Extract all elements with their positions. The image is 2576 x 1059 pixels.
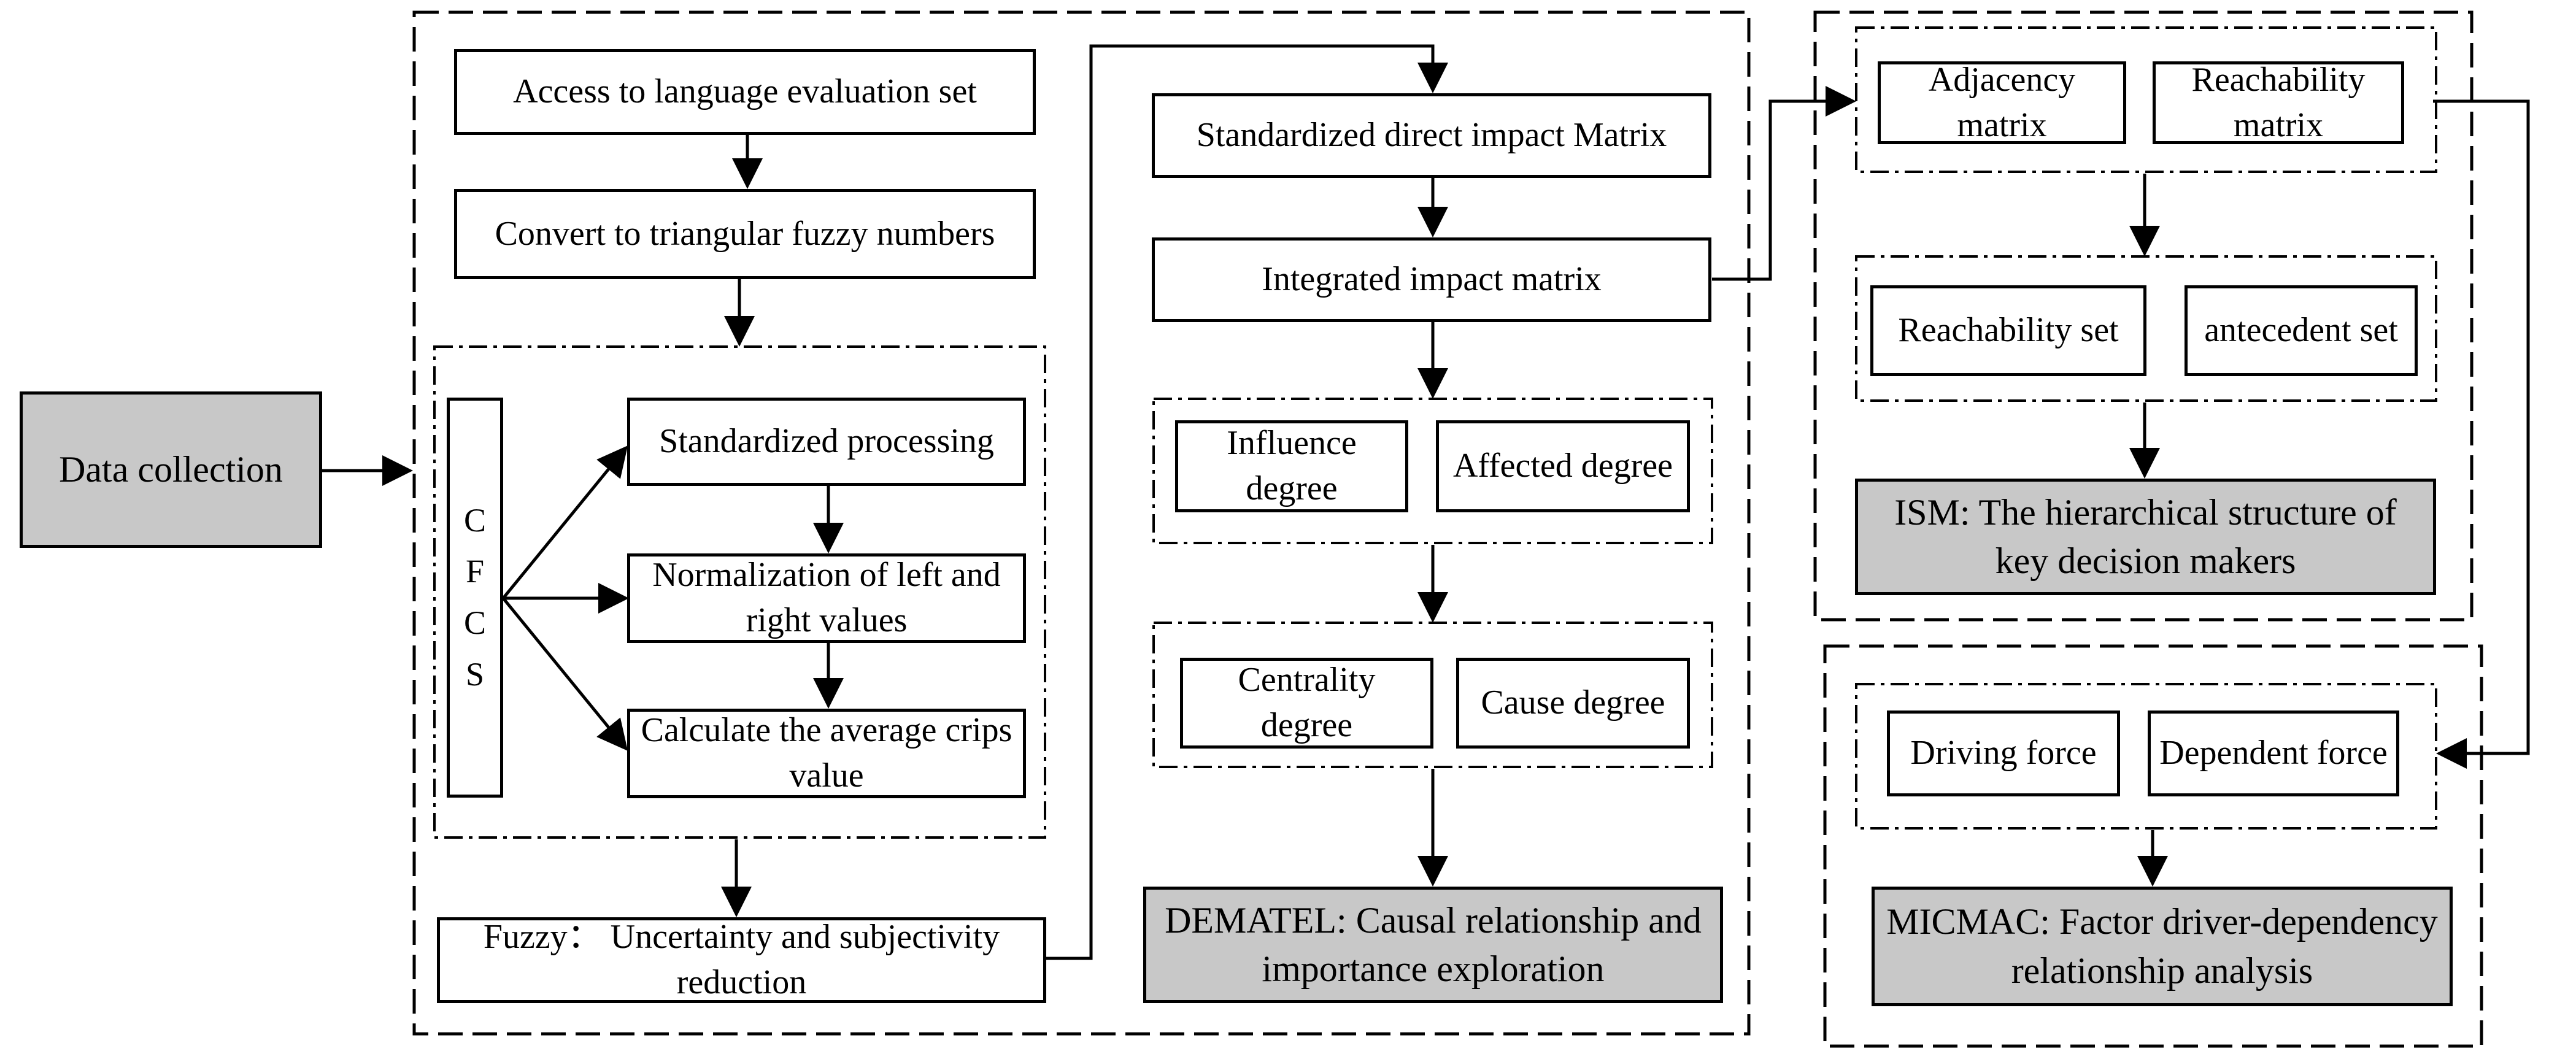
fuzzy-reduction-label: Fuzzy： Uncertainty and subjectivity redu…: [483, 918, 1000, 1001]
standardized-processing-box: Standardized processing: [627, 398, 1026, 486]
micmac-group-frame: [1823, 644, 2483, 1048]
reachability-matrix-label: Reachability matrix: [2191, 60, 2366, 144]
dematel-box: DEMATEL: Causal relationship and importa…: [1143, 887, 1723, 1003]
degree-subgroup-frame: [1152, 398, 1713, 544]
ism-label: ISM: The hierarchical structure of key d…: [1894, 491, 2397, 581]
arrow-cfcs-to-standardized: [502, 445, 628, 599]
reachability-set-box: Reachability set: [1870, 285, 2146, 376]
data-collection-box: Data collection: [20, 391, 322, 548]
antecedent-set-box: antecedent set: [2185, 285, 2418, 376]
standardized-processing-label: Standardized processing: [659, 422, 994, 461]
data-collection-label: Data collection: [59, 449, 283, 490]
normalization-box: Normalization of left and right values: [627, 553, 1026, 643]
cause-degree-label: Cause degree: [1481, 684, 1665, 722]
driving-force-box: Driving force: [1887, 710, 2120, 796]
cause-degree-box: Cause degree: [1456, 658, 1690, 749]
std-direct-matrix-box: Standardized direct impact Matrix: [1152, 93, 1711, 178]
influence-degree-box: Influence degree: [1175, 420, 1408, 512]
dependent-force-box: Dependent force: [2148, 710, 2399, 796]
arrow-integrated-to-ism: [1712, 86, 1856, 281]
ism-box: ISM: The hierarchical structure of key d…: [1855, 479, 2436, 595]
dependent-force-label: Dependent force: [2159, 734, 2388, 772]
affected-degree-label: Affected degree: [1452, 447, 1673, 485]
centrality-degree-label: Centrality degree: [1238, 661, 1376, 744]
adjacency-matrix-box: Adjacency matrix: [1878, 61, 2126, 144]
driving-force-label: Driving force: [1910, 734, 2097, 772]
reachability-matrix-box: Reachability matrix: [2153, 61, 2404, 144]
influence-degree-label: Influence degree: [1227, 424, 1357, 507]
cfcs-label: C F C S: [463, 501, 487, 693]
convert-tfn-label: Convert to triangular fuzzy numbers: [495, 214, 995, 253]
integrated-matrix-box: Integrated impact matrix: [1152, 237, 1711, 322]
fuzzy-dematel-group-frame: [412, 10, 1751, 1036]
arrow-fuzzy-to-std-matrix: [1046, 44, 1448, 960]
arrow-cfcs-to-average: [502, 597, 628, 751]
ism-group-frame: [1813, 10, 2474, 622]
reachability-set-label: Reachability set: [1898, 311, 2119, 350]
micmac-box: MICMAC: Factor driver-dependency relatio…: [1872, 887, 2453, 1006]
access-language-label: Access to language evaluation set: [513, 72, 977, 111]
integrated-matrix-label: Integrated impact matrix: [1262, 260, 1602, 299]
std-direct-matrix-label: Standardized direct impact Matrix: [1196, 116, 1667, 155]
micmac-label: MICMAC: Factor driver-dependency relatio…: [1886, 901, 2438, 991]
centrality-degree-box: Centrality degree: [1180, 658, 1433, 749]
access-language-box: Access to language evaluation set: [454, 49, 1036, 135]
convert-tfn-box: Convert to triangular fuzzy numbers: [454, 189, 1036, 279]
matrix-subgroup-frame: [1855, 26, 2437, 173]
arrow-reachability-to-micmac: [2433, 99, 2530, 769]
normalization-label: Normalization of left and right values: [652, 556, 1001, 639]
centrality-subgroup-frame: [1152, 622, 1713, 768]
force-subgroup-frame: [1855, 683, 2437, 830]
average-crips-box: Calculate the average crips value: [627, 709, 1026, 798]
adjacency-matrix-label: Adjacency matrix: [1928, 60, 2076, 144]
average-crips-label: Calculate the average crips value: [641, 711, 1012, 795]
set-subgroup-frame: [1855, 255, 2437, 402]
cfcs-box: C F C S: [447, 398, 503, 798]
affected-degree-box: Affected degree: [1436, 420, 1690, 512]
antecedent-set-label: antecedent set: [2204, 311, 2398, 350]
fuzzy-reduction-box: Fuzzy： Uncertainty and subjectivity redu…: [437, 917, 1046, 1003]
dematel-label: DEMATEL: Causal relationship and importa…: [1165, 899, 1702, 989]
